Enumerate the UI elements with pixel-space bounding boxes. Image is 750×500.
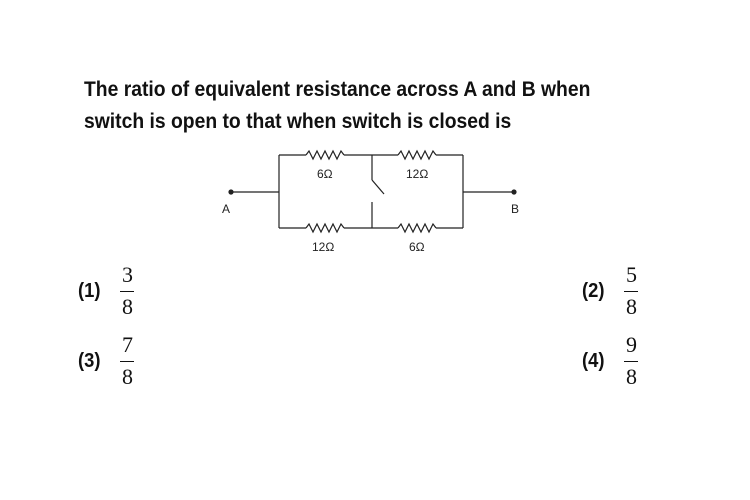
option-4-label: (4) <box>582 349 605 372</box>
option-2-fraction: 5 8 <box>624 262 639 319</box>
option-4[interactable]: (4) 9 8 <box>582 332 639 389</box>
option-2-denominator: 8 <box>625 294 637 319</box>
option-1-denominator: 8 <box>121 294 133 319</box>
question-text: The ratio of equivalent resistance acros… <box>84 74 636 138</box>
option-2-label: (2) <box>582 279 605 302</box>
question-line-2: switch is open to that when switch is cl… <box>84 110 512 133</box>
terminal-a-dot <box>228 189 234 195</box>
option-4-fraction: 9 8 <box>624 332 639 389</box>
resistor-bottom-right-label: 6Ω <box>409 240 425 254</box>
option-3-numerator: 7 <box>121 332 133 357</box>
terminal-a-label: A <box>222 202 230 216</box>
resistor-top-left <box>305 149 345 161</box>
option-2[interactable]: (2) 5 8 <box>582 262 639 319</box>
fraction-bar <box>624 361 639 362</box>
resistor-top-left-label: 6Ω <box>317 167 333 181</box>
option-1-fraction: 3 8 <box>120 262 135 319</box>
option-4-numerator: 9 <box>625 332 637 357</box>
terminal-b-label: B <box>511 202 519 216</box>
option-4-denominator: 8 <box>625 364 637 389</box>
fraction-bar <box>624 291 639 292</box>
resistor-top-right <box>397 149 437 161</box>
option-3-label: (3) <box>78 349 101 372</box>
option-1-label: (1) <box>78 279 101 302</box>
option-3-denominator: 8 <box>121 364 133 389</box>
question-line-1: The ratio of equivalent resistance acros… <box>84 78 591 101</box>
switch-blade <box>371 179 385 195</box>
resistor-bottom-left <box>305 222 345 234</box>
option-1-numerator: 3 <box>121 262 133 287</box>
fraction-bar <box>120 291 135 292</box>
fraction-bar <box>120 361 135 362</box>
option-1[interactable]: (1) 3 8 <box>78 262 135 319</box>
terminal-b-dot <box>511 189 517 195</box>
option-3[interactable]: (3) 7 8 <box>78 332 135 389</box>
resistor-top-right-label: 12Ω <box>406 167 428 181</box>
resistor-bottom-right <box>397 222 437 234</box>
option-3-fraction: 7 8 <box>120 332 135 389</box>
option-2-numerator: 5 <box>625 262 637 287</box>
resistor-bottom-left-label: 12Ω <box>312 240 334 254</box>
